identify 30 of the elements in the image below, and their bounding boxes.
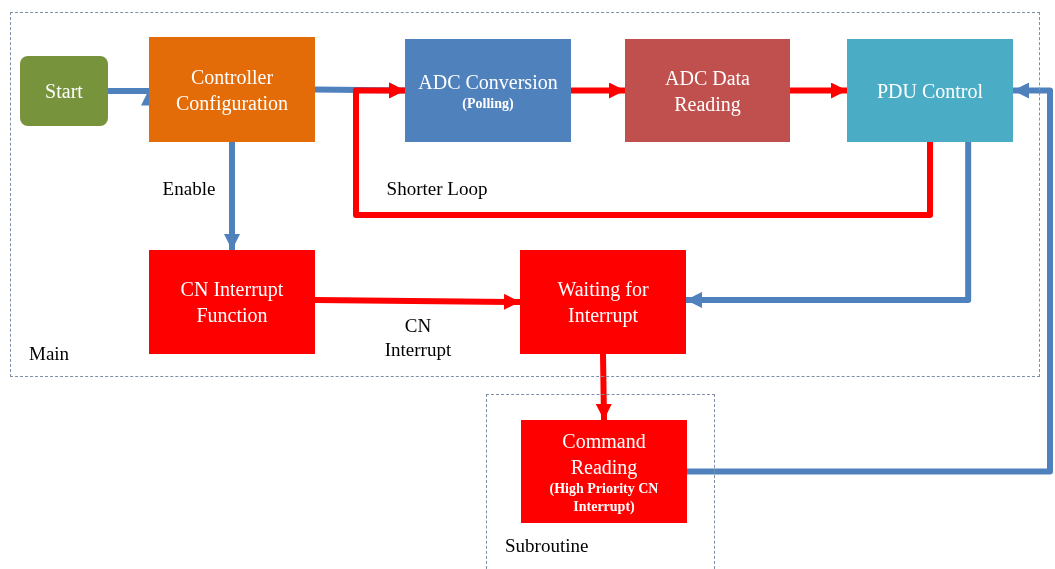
box-title: Start [45,79,83,104]
arrow [224,142,240,250]
process-box [847,39,1013,142]
process-box [625,39,790,142]
box-title: Command Reading [561,429,647,480]
arrow [314,293,521,310]
arrow [595,353,612,421]
arrow [686,142,972,308]
box-subtitle: (Polling) [462,94,514,113]
box-title: Controller Configuration [174,64,290,116]
box-title: Waiting for Interrupt [556,277,650,328]
process-box [520,250,686,354]
arrow [353,82,933,218]
main-group-frame [10,12,1040,377]
box-title: PDU Control [876,78,984,104]
box-subtitle: (High Priority CN Interrupt) [548,480,660,515]
process-box [149,250,315,354]
subroutine-group-frame [486,394,715,569]
group-label: Subroutine [505,535,589,557]
arrow [687,82,1053,475]
box-title: ADC Data Reading [664,65,751,117]
arrow [790,82,847,99]
box-title: ADC Conversion [418,69,558,95]
process-box [521,420,687,523]
arrow [571,82,625,99]
group-label: Main [29,343,70,365]
start-terminal [20,56,108,126]
process-box [405,39,571,142]
box-title: CN Interrupt Function [179,277,285,328]
process-box [149,37,315,142]
